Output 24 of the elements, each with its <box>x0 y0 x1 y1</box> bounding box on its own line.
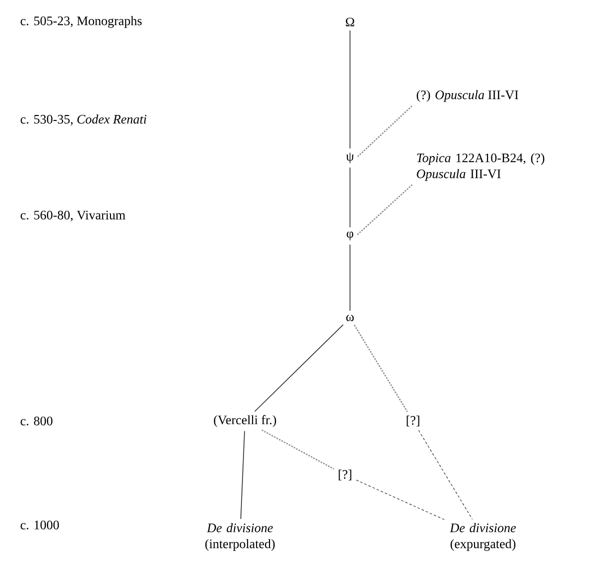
stemma-line <box>254 324 344 412</box>
symbol-label: Ω <box>346 18 354 26</box>
manuscript-label: Topica 122A10-B24, (?) Opuscula III-VI <box>416 153 544 181</box>
symbol-label: [?] <box>406 416 420 426</box>
date-label: c. 1000 <box>20 520 59 530</box>
date-label: c. 800 <box>20 416 52 426</box>
symbol-label: φ <box>346 232 354 240</box>
date-label: c. 560-80, Vivarium <box>20 210 126 222</box>
date-label: c. 530-35, Codex Renati <box>20 114 146 126</box>
dotted-line <box>418 430 473 520</box>
symbol-label: ω <box>346 314 354 322</box>
dotted-line <box>354 324 408 412</box>
manuscript-label: De divisione (expurgated) <box>450 523 516 551</box>
symbol-label: [?] <box>338 470 352 480</box>
manuscript-label: (Vercelli fr.) <box>214 415 276 427</box>
dotted-line <box>262 430 334 470</box>
date-label: c. 505-23, Monographs <box>20 16 142 28</box>
dotted-line <box>356 184 413 236</box>
stemma-line <box>240 430 245 520</box>
dotted-line <box>356 480 446 520</box>
manuscript-label: (?) Opuscula III-VI <box>416 90 518 102</box>
symbol-label: ψ <box>346 152 354 164</box>
manuscript-label: De divisione (interpolated) <box>205 523 275 551</box>
dotted-line <box>357 104 413 158</box>
